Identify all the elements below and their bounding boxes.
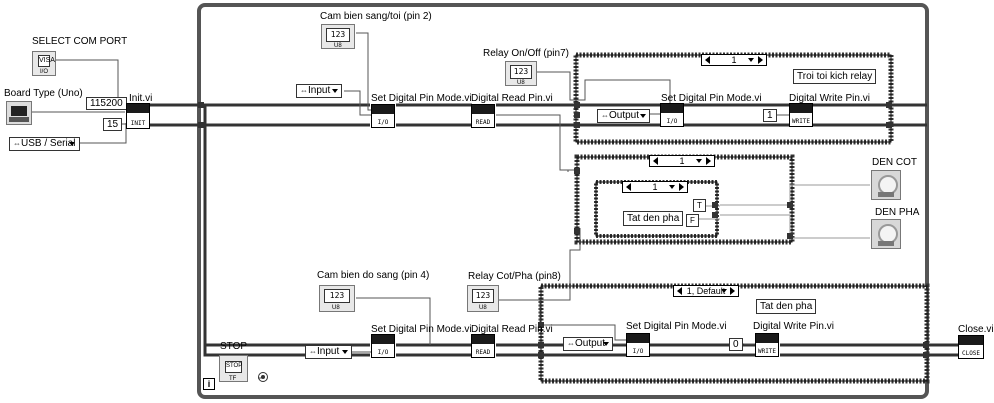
digital-write-pin-vi-2[interactable]: WRITE: [755, 333, 779, 357]
visa-resource-control[interactable]: VISA I/O: [32, 51, 56, 76]
chevron-down-icon: [69, 142, 75, 146]
chevron-down-icon: [669, 185, 675, 189]
chevron-down-icon: [696, 159, 702, 163]
stop-button-control[interactable]: STOP TF: [219, 355, 248, 382]
set-mode-3-label: Set Digital Pin Mode.vi: [371, 324, 472, 335]
pin-mode-input-ring-2[interactable]: ⇔Input: [305, 345, 352, 359]
den-cot-indicator: [871, 170, 901, 200]
set-mode-1-label: Set Digital Pin Mode.vi: [371, 93, 472, 104]
close-vi-label: Close.vi: [958, 324, 994, 335]
relay-cot-pha-label: Relay Cot/Pha (pin8): [468, 271, 561, 282]
cam-bien-sang-toi-label: Cam bien sang/toi (pin 2): [320, 11, 432, 22]
next-case-icon: [758, 56, 763, 64]
set-digital-pin-mode-vi-3[interactable]: I/O: [371, 334, 395, 358]
case-1-comment: Troi toi kich relay: [793, 69, 877, 84]
prev-case-icon: [677, 287, 682, 295]
case-2-comment: Tat den pha: [623, 211, 684, 226]
case-structure-3-frame: [538, 283, 930, 384]
write-1-label: Digital Write Pin.vi: [789, 93, 870, 104]
baud-rate-constant[interactable]: 115200: [86, 97, 127, 110]
visa-icon: VISA: [38, 55, 55, 67]
cam-bien-do-sang-label: Cam bien do sang (pin 4): [317, 270, 430, 281]
chevron-down-icon: [748, 58, 754, 62]
board-type-control[interactable]: [6, 101, 32, 125]
bool-true-constant[interactable]: T: [693, 199, 706, 212]
case-2-inner-selector[interactable]: 1: [622, 181, 688, 193]
set-mode-4-label: Set Digital Pin Mode.vi: [626, 321, 727, 332]
cam-bien-sang-toi-control[interactable]: 123 U8: [321, 24, 355, 49]
prev-case-icon: [626, 183, 631, 191]
den-pha-label: DEN PHA: [875, 207, 920, 218]
pin-mode-output-ring-2[interactable]: ⇔Output: [563, 337, 613, 351]
set-mode-2-label: Set Digital Pin Mode.vi: [661, 93, 762, 104]
next-case-icon: [706, 157, 711, 165]
loop-iteration-icon: i: [203, 378, 215, 390]
case-3-comment: Tat den pha: [756, 299, 817, 314]
init-vi-label: Init.vi: [129, 93, 153, 104]
next-case-icon: [730, 287, 735, 295]
write-1-value-constant[interactable]: 1: [763, 109, 777, 122]
chevron-down-icon: [332, 89, 338, 93]
next-case-icon: [679, 183, 684, 191]
den-cot-label: DEN COT: [872, 157, 917, 168]
cluster-icon: [11, 106, 27, 116]
read-2-label: Digital Read Pin.vi: [471, 324, 553, 335]
den-pha-indicator: [871, 219, 901, 249]
board-type-label: Board Type (Uno): [4, 88, 83, 99]
chevron-down-icon: [603, 342, 609, 346]
digital-write-pin-vi-1[interactable]: WRITE: [789, 103, 813, 127]
bool-false-constant[interactable]: F: [686, 214, 699, 227]
pin-mode-output-ring-1[interactable]: ⇔Output: [597, 109, 650, 123]
connection-type-ring[interactable]: ⇔USB / Serial: [9, 137, 80, 151]
chevron-down-icon: [342, 350, 348, 354]
case-2-selector[interactable]: 1: [649, 155, 715, 167]
case-3-selector[interactable]: 1, Default: [673, 285, 739, 297]
write-2-value-constant[interactable]: 0: [729, 338, 743, 351]
loop-condition-icon[interactable]: [258, 372, 268, 382]
set-digital-pin-mode-vi-4[interactable]: I/O: [626, 333, 650, 357]
relay-on-off-label: Relay On/Off (pin7): [483, 48, 569, 59]
case-1-selector[interactable]: 1: [701, 54, 767, 66]
value-15-constant[interactable]: 15: [103, 118, 123, 131]
stop-label: STOP: [220, 341, 248, 352]
select-com-port-label: SELECT COM PORT: [32, 36, 128, 47]
while-loop-frame: [197, 3, 929, 399]
pin-mode-input-ring-1[interactable]: ⇔Input: [296, 84, 342, 98]
digital-read-pin-vi-2[interactable]: READ: [471, 334, 495, 358]
relay-cot-pha-control[interactable]: 123 U8: [467, 285, 499, 312]
prev-case-icon: [653, 157, 658, 165]
cam-bien-do-sang-control[interactable]: 123 U8: [319, 285, 355, 312]
set-digital-pin-mode-vi-2[interactable]: I/O: [660, 103, 684, 127]
digital-read-pin-vi-1[interactable]: READ: [471, 104, 495, 128]
write-2-label: Digital Write Pin.vi: [753, 321, 834, 332]
chevron-down-icon: [721, 289, 727, 293]
close-vi[interactable]: CLOSE: [958, 335, 984, 359]
read-1-label: Digital Read Pin.vi: [471, 93, 553, 104]
init-vi[interactable]: INIT: [126, 103, 150, 129]
relay-on-off-control[interactable]: 123 U8: [505, 61, 537, 86]
prev-case-icon: [705, 56, 710, 64]
chevron-down-icon: [640, 114, 646, 118]
set-digital-pin-mode-vi-1[interactable]: I/O: [371, 104, 395, 128]
